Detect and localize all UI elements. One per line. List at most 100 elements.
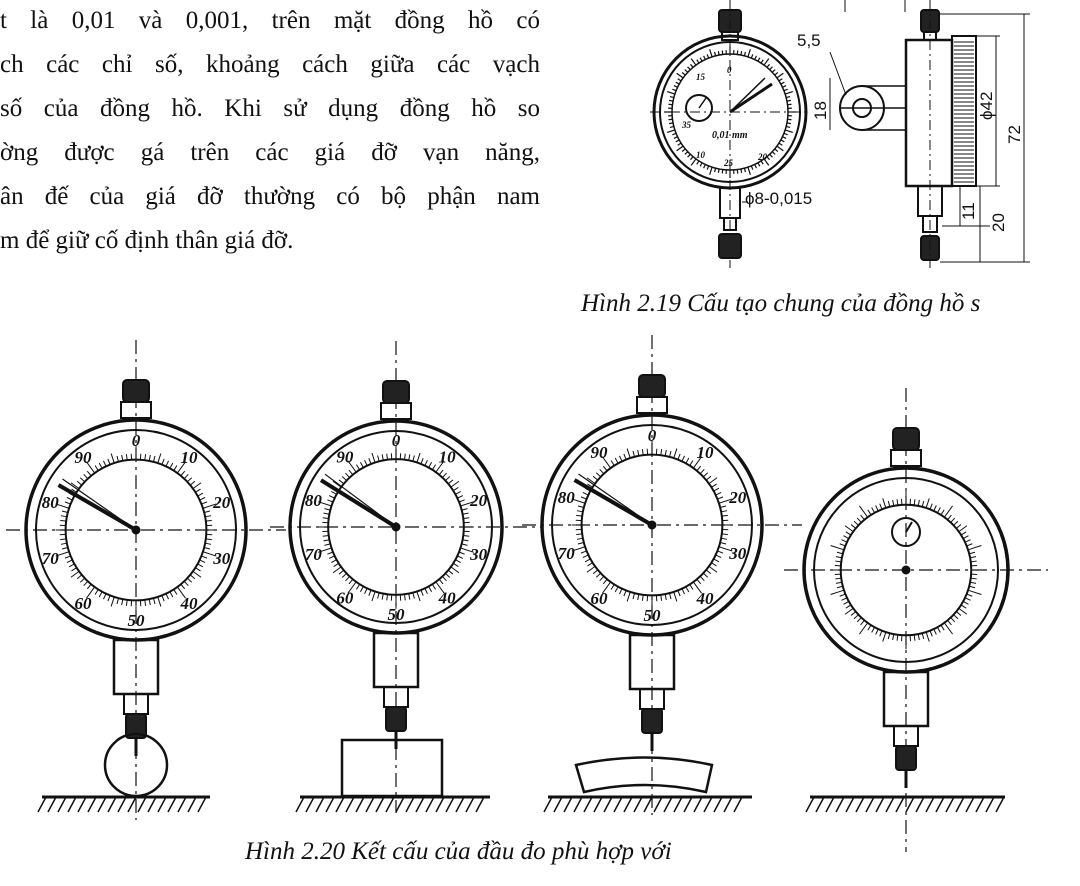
ground-hatch bbox=[325, 796, 335, 813]
gauge-tick bbox=[950, 617, 956, 623]
gauge-hand bbox=[573, 478, 654, 527]
gauge-tick bbox=[933, 505, 937, 512]
gauge-tick bbox=[327, 499, 334, 503]
gauge-tick bbox=[614, 457, 619, 464]
ground-hatch bbox=[147, 796, 157, 813]
dial-tick bbox=[740, 168, 743, 174]
gauge-tick bbox=[461, 543, 468, 546]
gauge-hand-edge bbox=[324, 473, 397, 528]
gauge-tick bbox=[428, 462, 433, 468]
gauge-tick bbox=[199, 559, 206, 563]
gauge-tick bbox=[721, 533, 728, 536]
dial-tick bbox=[703, 55, 706, 60]
gauge-tick bbox=[860, 514, 865, 521]
gauge-number: 60 bbox=[590, 589, 608, 608]
dial-tick bbox=[696, 160, 700, 165]
gauge-number: 60 bbox=[74, 594, 92, 613]
fig219-dial-number: 0 bbox=[727, 65, 732, 75]
gauge-tick bbox=[592, 475, 599, 481]
dial-tick bbox=[743, 168, 746, 173]
gauge-tick bbox=[599, 575, 605, 582]
ground-hatch bbox=[67, 796, 77, 813]
gauge-tick bbox=[610, 584, 615, 590]
gauge-tick bbox=[186, 477, 193, 483]
gauge-tick bbox=[445, 476, 451, 481]
gauge-tick bbox=[66, 559, 73, 563]
ground-hatch bbox=[335, 796, 345, 813]
gauge-tick bbox=[835, 577, 842, 580]
gauge-number: 70 bbox=[558, 544, 576, 563]
gauge-contact-tip bbox=[895, 745, 917, 771]
gauge-tick bbox=[967, 589, 982, 595]
gauge-tick bbox=[94, 589, 99, 595]
ground-hatch bbox=[925, 796, 935, 813]
dial-tick bbox=[676, 145, 684, 152]
gauge-tick bbox=[576, 537, 583, 540]
dial-tick bbox=[783, 132, 788, 136]
gauge-tick bbox=[595, 472, 602, 478]
gauge-tick bbox=[60, 538, 67, 541]
dial-tick bbox=[763, 158, 770, 166]
dial-tick bbox=[690, 156, 694, 161]
gauge-tick bbox=[356, 464, 361, 470]
gauge-tick bbox=[705, 475, 712, 481]
fig219-dim-total: 72 bbox=[1005, 125, 1024, 144]
gauge-tick bbox=[871, 626, 875, 633]
gauge-tick bbox=[457, 495, 464, 499]
dial-tick bbox=[681, 148, 686, 152]
ground-hatch bbox=[855, 796, 865, 813]
dial-tick bbox=[754, 164, 757, 169]
dial-tick bbox=[769, 66, 773, 71]
gauge-tick bbox=[324, 508, 331, 511]
gauge-tick bbox=[626, 591, 631, 602]
gauge-tick bbox=[338, 569, 345, 575]
gauge-tick bbox=[416, 591, 421, 602]
gauge-number: 70 bbox=[42, 549, 60, 568]
gauge-tick bbox=[839, 543, 846, 547]
gauge-tick bbox=[856, 517, 862, 523]
gauge-tick bbox=[892, 499, 895, 506]
dial-tick bbox=[709, 166, 713, 175]
gauge-tick bbox=[153, 455, 156, 462]
gauge-tick bbox=[641, 594, 644, 601]
gauge-tick bbox=[347, 460, 357, 473]
dial-tick bbox=[677, 78, 682, 82]
gauge-tick bbox=[76, 480, 83, 486]
gauge-tick bbox=[183, 473, 189, 480]
gauge-contact-tip bbox=[641, 708, 663, 734]
ground-hatch bbox=[583, 796, 593, 813]
gauge-tick bbox=[462, 539, 469, 542]
dial-tick bbox=[784, 91, 793, 95]
gauge-tick bbox=[416, 452, 421, 463]
gauge-tick bbox=[711, 562, 717, 567]
gauge-tick bbox=[458, 499, 465, 503]
gauge-tick bbox=[180, 470, 186, 477]
gauge-tick bbox=[969, 551, 976, 555]
gauge-tick bbox=[55, 503, 70, 509]
gauge-tick bbox=[332, 566, 342, 574]
dial-tick bbox=[776, 72, 784, 79]
gauge-neck bbox=[120, 401, 152, 419]
gauge-tick bbox=[79, 477, 86, 483]
gauge-hand-edge bbox=[62, 478, 137, 531]
gauge-tick bbox=[71, 488, 77, 493]
dial-tick bbox=[769, 153, 773, 158]
dial-tick bbox=[699, 162, 703, 167]
dial-tick bbox=[690, 63, 694, 68]
gauge-tick bbox=[669, 450, 672, 457]
dial-tick bbox=[747, 49, 751, 58]
gauge-tick bbox=[964, 597, 971, 601]
gauge-tick bbox=[577, 542, 584, 545]
gauge-tick bbox=[856, 617, 862, 623]
gauge-tick bbox=[580, 496, 587, 500]
gauge-tick bbox=[458, 551, 465, 555]
gauge-tick bbox=[173, 465, 178, 471]
gauge-number: 50 bbox=[128, 611, 146, 630]
gauge-tick bbox=[195, 567, 201, 572]
gauge-tick bbox=[204, 547, 211, 550]
gauge-tick bbox=[845, 604, 852, 609]
gauge-tick bbox=[692, 456, 703, 469]
dial-tick bbox=[668, 103, 673, 106]
dial-tick bbox=[786, 99, 792, 102]
